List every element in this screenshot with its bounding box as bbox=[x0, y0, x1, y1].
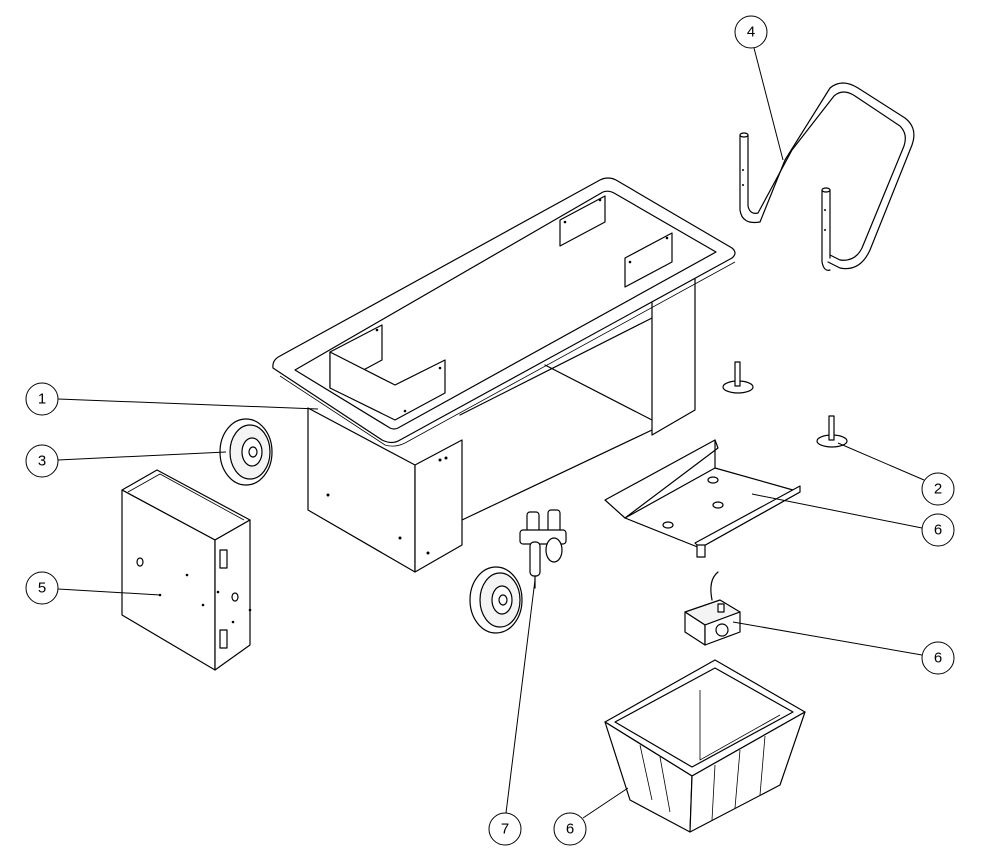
balloon-label: 6 bbox=[934, 522, 942, 539]
balloon-5: 5 bbox=[25, 571, 59, 605]
wheel-part bbox=[219, 418, 273, 486]
wheel-part-second bbox=[469, 566, 523, 634]
balloon-3: 3 bbox=[25, 444, 59, 478]
tub-frame-part bbox=[272, 177, 736, 573]
balloon-label: 5 bbox=[38, 580, 46, 597]
balloon-4: 4 bbox=[734, 15, 768, 49]
balloon-label: 3 bbox=[38, 453, 46, 470]
balloon-label: 6 bbox=[566, 821, 574, 838]
balloon-6-bin: 6 bbox=[553, 812, 587, 846]
filter-regulator-part bbox=[519, 509, 567, 589]
balloon-label: 6 bbox=[934, 650, 942, 667]
balloon-2: 2 bbox=[921, 472, 955, 506]
leveling-foot-part bbox=[722, 361, 848, 448]
balloon-label: 7 bbox=[501, 821, 509, 838]
enclosure-part bbox=[121, 469, 252, 671]
balloon-6-plate: 6 bbox=[921, 513, 955, 547]
balloon-label: 2 bbox=[934, 481, 942, 498]
handle-part bbox=[739, 82, 915, 271]
mounting-plate-part bbox=[604, 439, 801, 558]
balloon-1: 1 bbox=[25, 382, 59, 416]
balloon-label: 4 bbox=[747, 24, 755, 41]
balloon-6-pump: 6 bbox=[921, 641, 955, 675]
balloon-label: 1 bbox=[38, 391, 46, 408]
leader-lines bbox=[57, 47, 925, 819]
pump-part bbox=[684, 571, 741, 646]
reservoir-bin-part bbox=[604, 659, 806, 833]
balloon-7: 7 bbox=[488, 812, 522, 846]
